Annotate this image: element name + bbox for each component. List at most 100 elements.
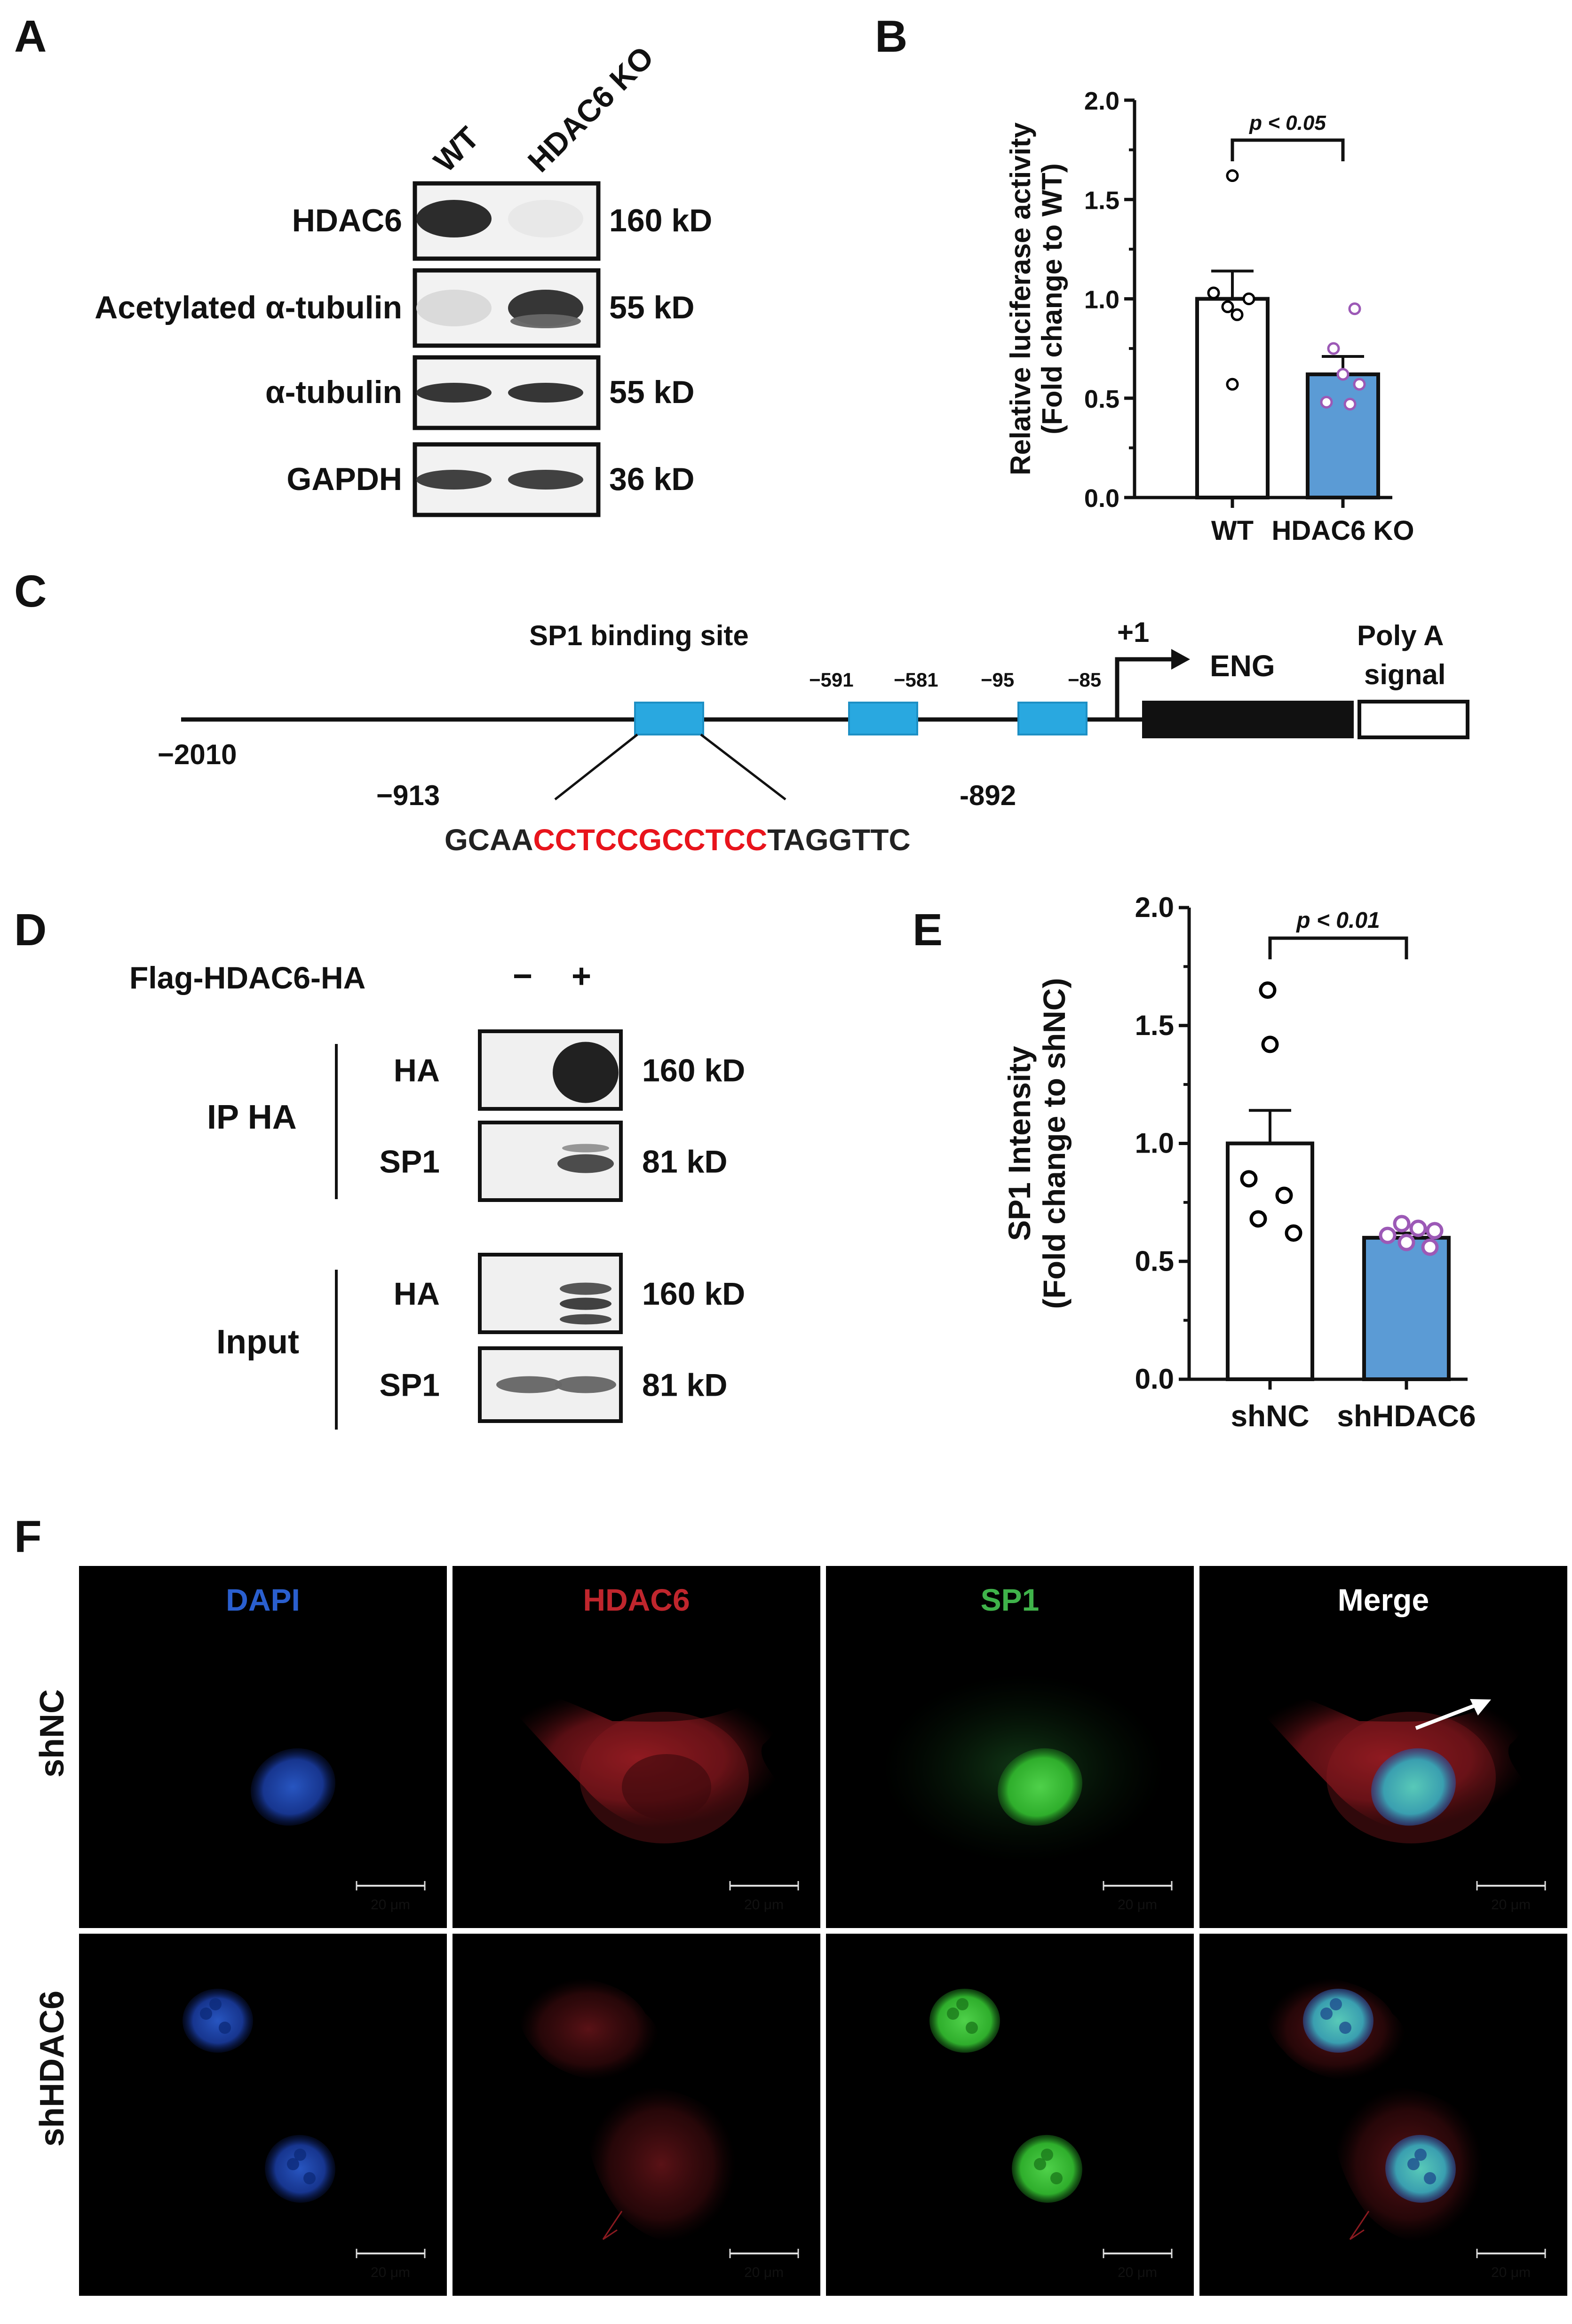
zoom-line <box>554 734 638 800</box>
nucleus <box>929 1989 1000 2053</box>
data-point <box>1426 1222 1444 1240</box>
panel-letters: A B C D E F <box>14 11 943 1562</box>
nucleus <box>265 2134 335 2203</box>
seq-suffix: TAGGTTC <box>767 823 911 857</box>
data-point <box>1240 1170 1258 1188</box>
panel-letter-e: E <box>913 905 943 955</box>
zoom-line <box>700 734 786 800</box>
x-tick-label: shHDAC6 <box>1337 1399 1476 1433</box>
data-point <box>1285 1224 1302 1242</box>
blot-band <box>416 200 492 237</box>
micrograph-background <box>79 1566 447 1928</box>
significance-bracket <box>1268 936 1408 959</box>
nucleolus <box>303 2172 316 2184</box>
micrograph-background <box>826 1934 1194 2296</box>
nucleolus <box>947 2008 959 2020</box>
nucleus <box>183 1989 253 2053</box>
micrograph-panel: 20 μm <box>1199 1934 1567 2296</box>
y-tick-label: 0.5 <box>1135 1245 1174 1277</box>
x-tick-label: HDAC6 KO <box>1272 515 1414 546</box>
data-point <box>1221 300 1234 313</box>
cell-body <box>518 1977 659 2080</box>
data-point <box>1327 342 1340 355</box>
lane-label-hdac6-ko: HDAC6 KO <box>521 40 660 179</box>
y-tick-label: 2.0 <box>1084 87 1119 115</box>
blot-band <box>562 1144 609 1153</box>
binding-sequence: GCAACCTCCGCCTCCTAGGTTC <box>445 823 911 857</box>
site-position: −591 <box>809 669 854 691</box>
panel-letter-c: C <box>14 566 47 617</box>
scale-bar-label: 20 μm <box>1491 2265 1531 2280</box>
x-tick-label: shNC <box>1231 1399 1309 1433</box>
nucleus <box>1385 2134 1456 2203</box>
scale-bar-label: 20 μm <box>1491 1897 1531 1913</box>
polya-label: signal <box>1364 659 1445 690</box>
nucleolus <box>1330 1998 1342 2010</box>
blot-size-label: 55 kD <box>609 374 694 410</box>
tss-arrow <box>1115 657 1171 719</box>
site-position: −581 <box>894 669 938 691</box>
blot-row-label: SP1 <box>379 1144 440 1180</box>
nucleolus <box>966 2022 978 2034</box>
nucleolus <box>219 2022 231 2034</box>
micrograph-panel: 20 μm <box>79 1934 447 2296</box>
blot-size-label: 36 kD <box>609 461 694 497</box>
nucleolus <box>1424 2172 1436 2184</box>
y-tick-label: 2.0 <box>1135 892 1174 923</box>
data-point <box>1353 378 1366 391</box>
gene-label: ENG <box>1210 649 1275 683</box>
y-axis-label-line: (Fold change to shNC) <box>1037 978 1072 1309</box>
y-tick-label: 1.5 <box>1135 1010 1174 1041</box>
blot-size-label: 81 kD <box>642 1368 727 1403</box>
nucleolus <box>1034 2158 1046 2170</box>
sp1-binding-site-label: SP1 binding site <box>529 620 749 651</box>
nucleus <box>1303 1989 1374 2053</box>
data-point <box>1421 1238 1439 1256</box>
blot-band <box>508 470 583 490</box>
tss-label: +1 <box>1117 617 1149 648</box>
blot-row-label: HA <box>394 1053 440 1089</box>
significance-label: p < 0.05 <box>1249 111 1326 134</box>
start-position: −2010 <box>158 739 237 770</box>
group-label-ip-ha: IP HA <box>207 1099 297 1136</box>
scale-bar-label: 20 μm <box>744 1897 784 1913</box>
y-tick-label: 0.5 <box>1084 385 1119 413</box>
blot-row-label: HA <box>394 1276 440 1312</box>
data-point <box>1336 368 1350 381</box>
y-tick-label: 1.0 <box>1084 286 1119 314</box>
sp1-site-box <box>1017 702 1088 735</box>
nucleolus <box>1320 2008 1333 2020</box>
data-point <box>1259 981 1277 999</box>
y-axis-label: Relative luciferase activity(Fold change… <box>1005 122 1068 475</box>
polya-label: Poly A <box>1357 620 1444 651</box>
treatment-label: Flag-HDAC6-HA <box>129 960 365 995</box>
nucleus <box>251 1748 335 1826</box>
y-tick-label: 1.0 <box>1135 1128 1174 1159</box>
blot-row-label: HDAC6 <box>292 203 402 238</box>
blot-row-label: GAPDH <box>286 461 402 497</box>
blot-band <box>557 1154 614 1173</box>
channel-title: Merge <box>1338 1582 1429 1617</box>
data-point <box>1393 1215 1411 1233</box>
lane-plus: + <box>572 957 591 995</box>
blot-size-label: 160 kD <box>642 1053 745 1089</box>
bar <box>1362 1236 1451 1382</box>
micrograph-panel: 20 μm <box>453 1934 820 2296</box>
nucleus-shadow <box>622 1754 711 1820</box>
cell-protrusion <box>602 2211 623 2240</box>
annotation-arrow <box>1415 1703 1478 1730</box>
bar <box>1306 372 1380 499</box>
sp1-site-box <box>634 702 704 735</box>
data-point <box>1261 1036 1279 1053</box>
cell-body <box>492 1686 784 1830</box>
micrograph-panel: 20 μm Merge <box>1199 1566 1567 1928</box>
